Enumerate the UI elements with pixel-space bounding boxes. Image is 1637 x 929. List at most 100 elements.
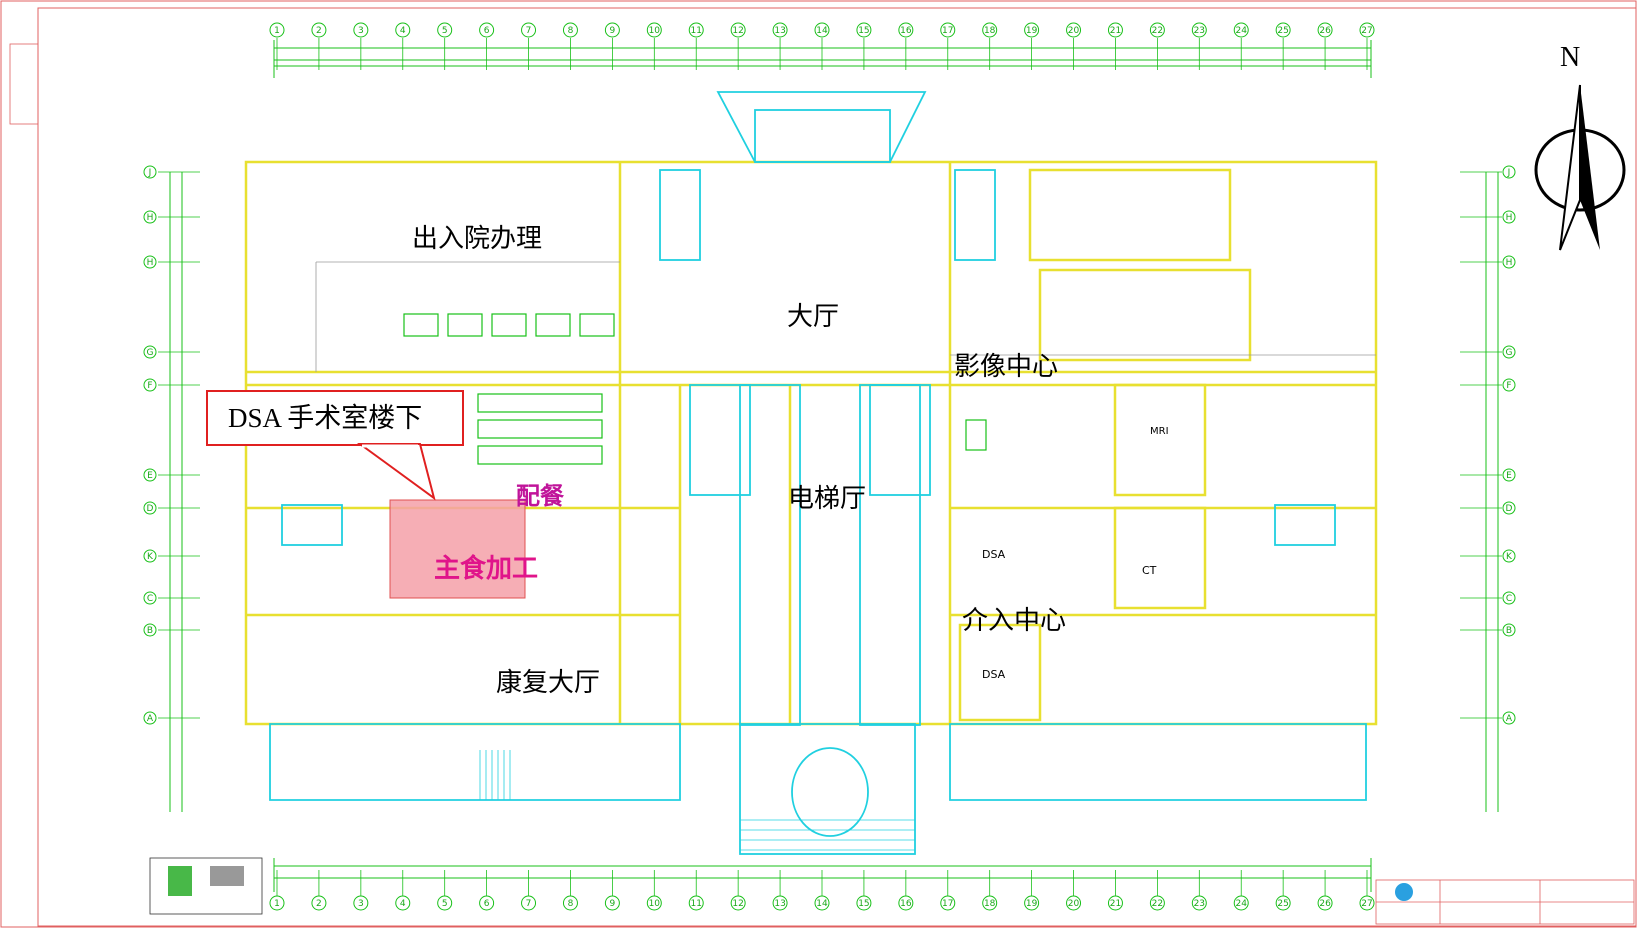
svg-text:18: 18 [984,899,996,909]
svg-text:25: 25 [1277,899,1288,909]
svg-text:9: 9 [610,899,616,909]
svg-text:12: 12 [732,26,743,36]
svg-text:8: 8 [568,26,574,36]
svg-text:1: 1 [274,899,280,909]
title-block [1375,879,1635,925]
room-label-interventional: 介入中心 [962,606,1067,636]
svg-text:11: 11 [691,26,702,36]
svg-text:15: 15 [858,899,869,909]
cyan-structures [269,91,1367,855]
svg-text:22: 22 [1152,899,1163,909]
axis-bubble-col-1-bottom: 1 [269,895,285,911]
north-label: N [1560,42,1581,73]
axis-bubble-col-15-top: 15 [856,22,872,38]
svg-text:23: 23 [1194,899,1205,909]
axis-bubble-row-A-10-left: A [143,711,200,725]
axis-bubble-col-13-top: 13 [772,22,788,38]
axis-bubble-col-17-bottom: 17 [940,895,956,911]
svg-text:23: 23 [1194,26,1205,36]
axis-bubble-col-1-top: 1 [269,22,285,38]
svg-text:26: 26 [1319,899,1331,909]
axis-bubble-col-18-top: 18 [982,22,998,38]
axis-bubble-col-12-top: 12 [730,22,746,38]
svg-text:E: E [1506,471,1512,481]
axis-bubble-col-16-bottom: 16 [898,895,914,911]
svg-text:F: F [1506,381,1511,391]
axis-bubble-row-G-3-left: G [143,345,200,359]
svg-text:4: 4 [400,899,406,909]
axis-bubble-col-19-top: 19 [1024,22,1040,38]
room-label-rehab-hall: 康复大厅 [496,668,601,698]
axis-bubble-col-22-bottom: 22 [1149,895,1165,911]
svg-text:14: 14 [816,26,828,36]
axis-bubble-row-C-8-right: C [1460,591,1516,605]
svg-text:B: B [1506,626,1512,636]
axis-bubble-col-3-top: 3 [353,22,369,38]
svg-text:24: 24 [1236,26,1248,36]
svg-text:14: 14 [816,899,828,909]
axis-bubble-row-F-4-left: F [143,378,200,392]
axis-bubble-col-22-top: 22 [1149,22,1165,38]
room-label-mri: MRI [1150,426,1169,437]
svg-text:J: J [148,168,152,178]
svg-text:7: 7 [526,26,532,36]
svg-text:C: C [1506,594,1512,604]
svg-text:20: 20 [1068,26,1080,36]
svg-text:24: 24 [1236,899,1248,909]
axis-bubble-row-F-4-right: F [1460,378,1516,392]
svg-text:A: A [147,714,154,724]
axis-bubble-row-H-2-left: H [143,255,200,269]
svg-text:11: 11 [691,899,702,909]
axis-bubble-row-J-0-right: J [1460,165,1516,179]
room-label-ct: CT [1142,564,1157,577]
room-label-elevator-hall: 电梯厅 [788,484,867,514]
svg-text:4: 4 [400,26,406,36]
svg-text:10: 10 [649,899,661,909]
north-arrow-icon [1534,84,1626,251]
key-plan-thumbnail [149,857,263,915]
seating-blocks [403,313,987,465]
axis-bubble-col-2-top: 2 [311,22,327,38]
svg-text:2: 2 [316,26,322,36]
svg-text:H: H [147,213,154,223]
svg-text:3: 3 [358,899,364,909]
svg-text:20: 20 [1068,899,1080,909]
axis-bubble-col-11-top: 11 [688,22,704,38]
axis-bubble-col-14-top: 14 [814,22,830,38]
room-label-dsa-1: DSA [982,548,1006,561]
svg-text:D: D [147,504,154,514]
svg-text:9: 9 [610,26,616,36]
svg-text:16: 16 [900,26,912,36]
top-axis-grid [273,40,1372,78]
svg-text:7: 7 [526,899,532,909]
svg-text:H: H [147,258,154,268]
svg-text:1: 1 [274,26,280,36]
axis-bubble-row-H-1-left: H [143,210,200,224]
svg-text:27: 27 [1361,899,1372,909]
staple-food-highlight [389,499,526,599]
svg-text:K: K [147,552,154,562]
axis-bubble-col-10-top: 10 [646,22,662,38]
svg-text:19: 19 [1026,26,1038,36]
axis-bubble-col-21-top: 21 [1107,22,1123,38]
axis-bubble-col-5-top: 5 [437,22,453,38]
room-label-catering: 配餐 [516,481,564,510]
axis-bubble-row-H-2-right: H [1460,255,1516,269]
axis-bubble-row-C-8-left: C [143,591,200,605]
svg-text:13: 13 [774,26,785,36]
axis-bubble-row-G-3-right: G [1460,345,1516,359]
axis-bubble-col-24-top: 24 [1233,22,1249,38]
room-label-dsa-2: DSA [982,668,1006,681]
axis-bubble-row-H-1-right: H [1460,210,1516,224]
axis-bubble-row-J-0-left: J [143,165,200,179]
axis-bubble-col-8-top: 8 [562,22,578,38]
callout-box: DSA 手术室楼下 [206,390,464,446]
axis-bubble-col-4-top: 4 [395,22,411,38]
svg-text:10: 10 [649,26,661,36]
axis-bubble-row-B-9-right: B [1460,623,1516,637]
svg-text:5: 5 [442,899,448,909]
svg-text:17: 17 [942,899,953,909]
